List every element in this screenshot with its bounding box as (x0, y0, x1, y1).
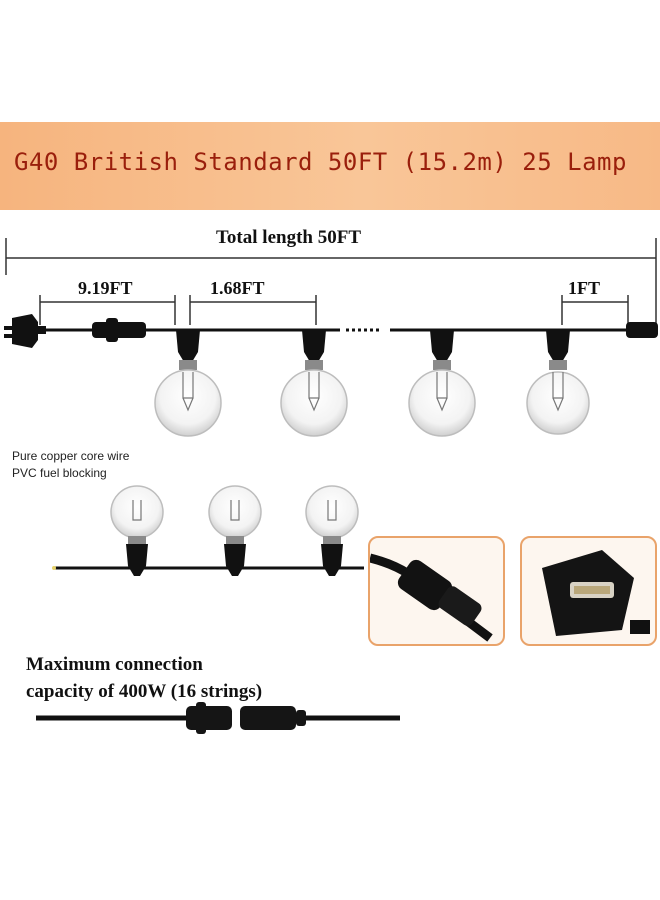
bulb-icon (526, 330, 590, 435)
end-length-label: 1FT (568, 278, 601, 298)
segment-dimension-lines (39, 295, 629, 325)
bulb-icon (280, 330, 348, 437)
connection-capacity-line1: Maximum connection (26, 654, 203, 675)
bulb-icon (110, 485, 164, 576)
bulb-icon (154, 330, 222, 437)
wire-core-label: Pure copper core wire (12, 449, 130, 463)
copper-core-icon (52, 566, 56, 570)
plug-fuse-closeup-photo (520, 536, 657, 646)
plug-to-first-label: 9.19FT (78, 278, 133, 298)
connection-capacity-line2: capacity of 400W (16 strings) (26, 681, 263, 702)
bulb-icon (208, 485, 262, 576)
connector-closeup-photo (368, 536, 505, 646)
bulb-spacing-label: 1.68FT (210, 278, 265, 298)
bulb-icon (408, 330, 476, 437)
end-cap-connector-icon (626, 322, 658, 338)
connector-icon (92, 318, 146, 342)
total-length-label: Total length 50FT (216, 227, 361, 248)
title-banner (0, 122, 660, 210)
total-length-dimension-line (5, 238, 657, 330)
bulb-icon (305, 485, 359, 576)
connector-icon (36, 702, 400, 734)
wire-jacket-label: PVC fuel blocking (12, 466, 107, 480)
page-title: G40 British Standard 50FT (15.2m) 25 Lam… (14, 148, 627, 176)
uk-plug-icon (4, 314, 46, 348)
